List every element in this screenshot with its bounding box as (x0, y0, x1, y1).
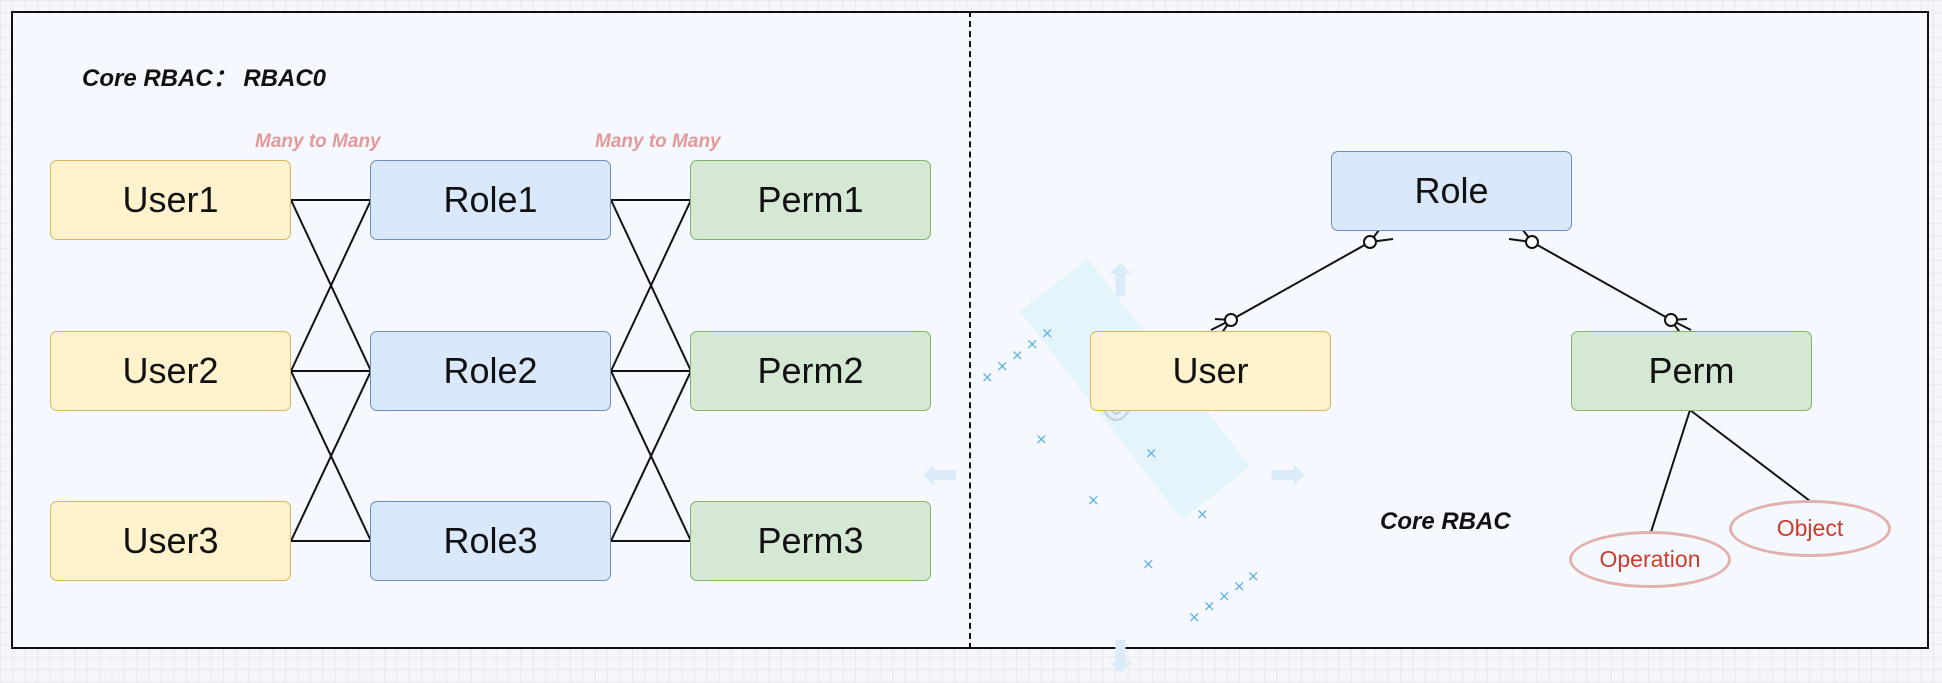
label-user-role-many-to-many: Many to Many (255, 131, 381, 152)
left-panel-title: Core RBAC： RBAC0 (82, 65, 327, 92)
optional-circle-role-right (1525, 235, 1539, 249)
label-role-perm-many-to-many: Many to Many (595, 131, 721, 152)
selection-handle-icon[interactable]: × (1087, 491, 1100, 509)
node-perm1[interactable]: Perm1 (690, 160, 931, 240)
optional-circle-perm (1664, 313, 1678, 327)
node-perm[interactable]: Perm (1571, 331, 1812, 411)
selection-handle-icon[interactable]: × (1233, 577, 1246, 595)
selection-handle-icon[interactable]: × (1035, 430, 1048, 448)
optional-circle-role-left (1363, 235, 1377, 249)
edge-role-user (1230, 241, 1371, 321)
edge-role2-perm1 (610, 199, 692, 372)
edge-user2-role1 (290, 199, 372, 372)
selection-handle-icon[interactable]: × (1218, 587, 1231, 605)
selection-handle-icon[interactable]: × (996, 357, 1009, 375)
selection-handle-icon[interactable]: × (1142, 555, 1155, 573)
selection-handle-icon[interactable]: × (1196, 505, 1209, 523)
selection-handle-icon[interactable]: × (981, 368, 994, 386)
selection-handle-icon[interactable]: × (1247, 567, 1260, 585)
node-role2[interactable]: Role2 (370, 331, 611, 411)
edge-role3-perm2 (610, 370, 692, 542)
connector-lines (290, 199, 1811, 542)
node-user[interactable]: User (1090, 331, 1331, 411)
node-perm3[interactable]: Perm3 (690, 501, 931, 581)
node-operation[interactable]: Operation (1569, 531, 1731, 588)
node-object[interactable]: Object (1729, 500, 1891, 557)
selection-handle-icon[interactable]: × (1203, 597, 1216, 615)
node-role3[interactable]: Role3 (370, 501, 611, 581)
edge-user3-role2 (290, 370, 372, 542)
edge-role-perm (1531, 241, 1672, 321)
node-user2[interactable]: User2 (50, 331, 291, 411)
selection-handle-icon[interactable]: × (1041, 324, 1054, 342)
selection-handle-icon[interactable]: × (1188, 608, 1201, 626)
edge-perm-object (1689, 409, 1811, 502)
edge-perm-operation (1650, 409, 1691, 533)
hint-arrow-right-icon: ➡ (1269, 449, 1306, 500)
node-role1[interactable]: Role1 (370, 160, 611, 240)
selection-handle-icon[interactable]: × (1026, 335, 1039, 353)
hint-arrow-down-icon: ⬇ (1102, 632, 1139, 683)
optional-circle-user (1224, 313, 1238, 327)
selection-handle-icon[interactable]: × (1145, 444, 1158, 462)
node-role[interactable]: Role (1331, 151, 1572, 231)
hint-arrow-left-icon: ⬅ (922, 449, 959, 500)
node-user3[interactable]: User3 (50, 501, 291, 581)
selection-handle-icon[interactable]: × (1011, 346, 1024, 364)
node-user1[interactable]: User1 (50, 160, 291, 240)
panel-divider (969, 11, 971, 649)
right-panel-title: Core RBAC (1380, 508, 1511, 535)
node-perm2[interactable]: Perm2 (690, 331, 931, 411)
